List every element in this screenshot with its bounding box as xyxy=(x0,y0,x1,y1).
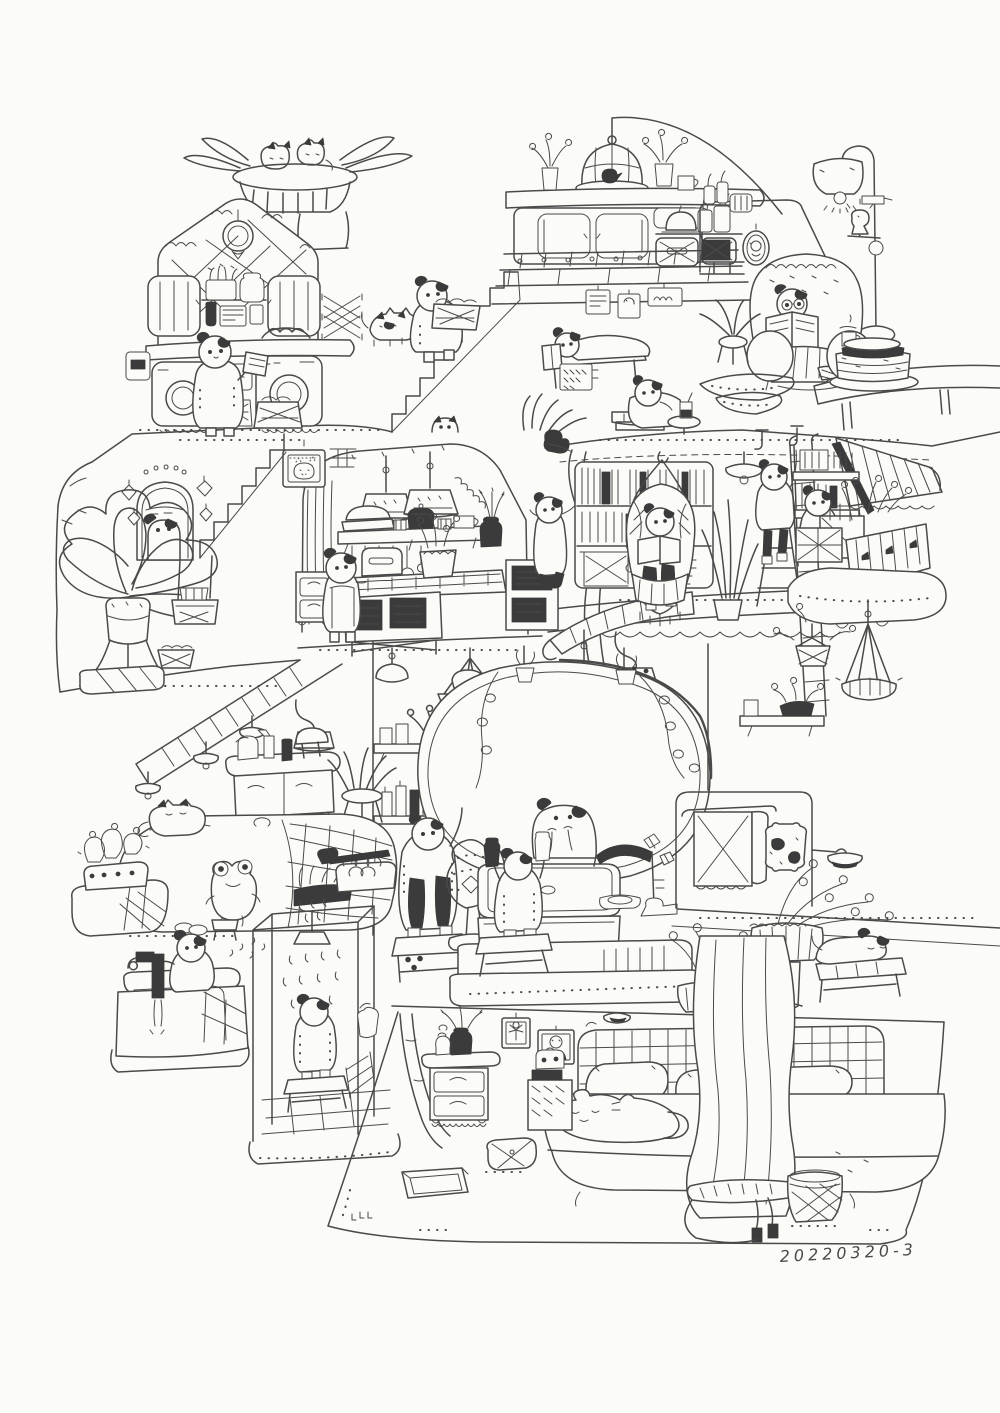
ledge-jars xyxy=(699,170,753,275)
sprout-trough-and-shower-spray xyxy=(293,847,397,923)
wall-lamp xyxy=(811,848,863,869)
character-carrying-basket xyxy=(409,275,481,363)
cow-print-cushion xyxy=(764,822,808,872)
cat-nest-on-roof xyxy=(183,136,413,251)
napping-character-bench xyxy=(811,927,907,1003)
ceiling-hooks xyxy=(754,425,804,450)
side-plant xyxy=(699,299,761,365)
kitchen-counter xyxy=(347,512,507,599)
woven-waste-basket xyxy=(786,1169,844,1227)
tiny-marks xyxy=(351,1211,373,1221)
wall-tile-patch xyxy=(329,448,357,468)
cacti-planter xyxy=(71,822,169,937)
linen-cabinet xyxy=(147,198,321,351)
striped-mat xyxy=(78,665,165,695)
bottle-holder-character xyxy=(475,831,553,977)
reading-nook xyxy=(699,145,1000,431)
shower-stall xyxy=(248,905,401,1165)
pig-portrait-frame xyxy=(282,439,326,492)
arched-mirror-niche xyxy=(121,464,213,561)
floor-cushion xyxy=(485,1137,538,1173)
mirror-vines xyxy=(475,645,700,789)
bottom-bedroom xyxy=(327,935,946,1245)
wall-planter-right xyxy=(739,676,825,737)
tub-character xyxy=(161,929,215,993)
lower-staircase xyxy=(199,433,285,559)
library xyxy=(574,425,830,719)
nightstand xyxy=(527,1047,573,1131)
lounging-character-with-drink xyxy=(611,375,701,435)
deck-rug xyxy=(715,391,783,415)
laundry-character xyxy=(179,331,303,441)
periscope-faucet xyxy=(127,951,165,1035)
tall-plant xyxy=(701,499,759,621)
curtain-column xyxy=(684,935,796,1244)
low-bench-with-lying-reader xyxy=(541,327,651,391)
book-stack-table xyxy=(813,337,1000,431)
faucet xyxy=(593,833,678,917)
shelf-reacher-character xyxy=(391,807,467,983)
ramp-lamps xyxy=(135,715,265,800)
flower-vases xyxy=(529,128,699,191)
hanging-basket-lamp xyxy=(835,599,903,701)
hanging-shelf-basket xyxy=(171,555,219,625)
sleeping-cat-on-bed xyxy=(554,1088,689,1144)
peeking-character xyxy=(431,415,459,433)
cake-stand xyxy=(661,205,701,233)
flower-frame xyxy=(501,1012,531,1049)
deck-leaves xyxy=(522,393,587,435)
corn-basket xyxy=(157,645,195,669)
balcony-garden xyxy=(773,437,947,701)
balcony-ledge xyxy=(787,567,947,629)
shower-character xyxy=(293,993,337,1081)
dresser xyxy=(420,1005,501,1127)
library-pendant-lamp xyxy=(725,451,763,485)
climbing-character xyxy=(529,492,577,585)
stove xyxy=(343,591,443,657)
giant-oval-mirror xyxy=(417,658,713,884)
floor-lamp xyxy=(812,145,896,341)
kitchen xyxy=(282,439,559,657)
mid-left-hall xyxy=(58,433,409,800)
wall-sconce-slot xyxy=(609,1017,627,1023)
library-top-deck xyxy=(522,327,783,435)
laundry-room xyxy=(125,136,419,441)
hanging-egg-chair xyxy=(625,451,696,627)
jars xyxy=(697,191,731,233)
towel-wall xyxy=(675,791,863,909)
wall-frames xyxy=(585,283,683,319)
bedroom-left xyxy=(71,727,401,1165)
arc-pole xyxy=(611,116,783,215)
square-tub xyxy=(110,929,250,1073)
oval-portrait xyxy=(742,223,770,266)
upper-staircase xyxy=(391,271,521,433)
pet-tray xyxy=(401,1167,469,1199)
cat-on-pillow xyxy=(137,798,206,837)
cook-character xyxy=(322,547,367,643)
hanging-flower-pot xyxy=(773,602,857,667)
bathroom xyxy=(372,641,907,1013)
stone-plinth xyxy=(491,249,753,305)
